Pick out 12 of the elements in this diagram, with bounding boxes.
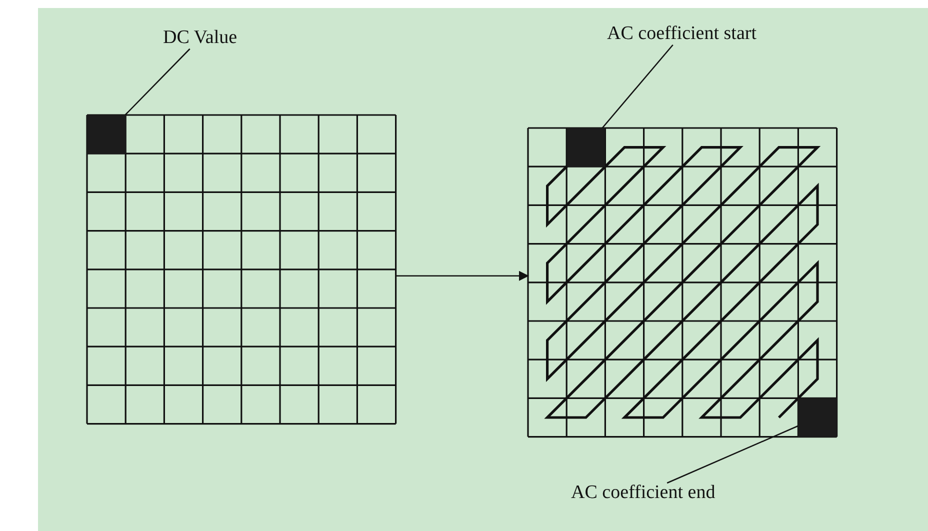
dc-cell [87,115,126,154]
ac-end-cell [798,398,837,437]
callout-label: AC coefficient end [571,483,716,504]
ac-start-cell [566,128,606,167]
leader-line [602,44,674,128]
arrow [396,270,529,281]
leader-line [124,48,190,116]
leader-line [666,425,798,484]
callout-label: DC Value [163,28,238,49]
callout-label: AC coefficient start [607,24,756,45]
coefficient-grid-drawing [87,115,396,424]
zigzag-scan-grid-drawing [528,128,837,437]
